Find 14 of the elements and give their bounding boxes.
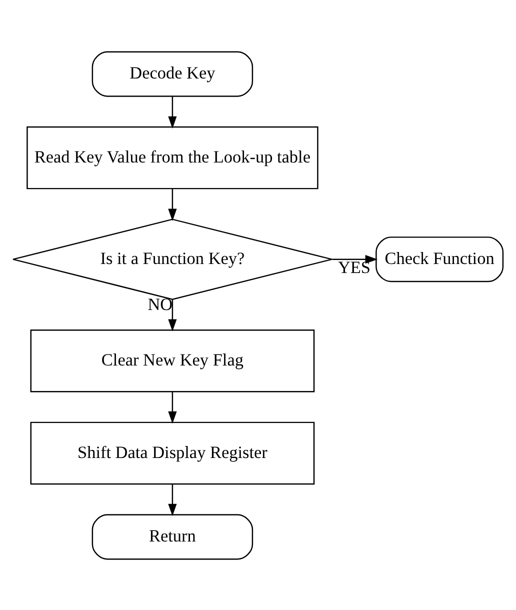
arrow [168, 96, 177, 128]
arrow [168, 188, 177, 221]
node-box: Read Key Value from the Look-up table [26, 126, 318, 189]
arrow [168, 392, 177, 424]
arrow [332, 254, 378, 264]
arrow [168, 484, 177, 516]
node-box: Return [92, 514, 254, 560]
node-diamond: Is it a Function Key? [12, 218, 332, 300]
node-box: Check Function [376, 236, 504, 282]
node-box: Shift Data Display Register [30, 421, 315, 484]
edge-label: YES [338, 258, 371, 277]
arrow [168, 299, 177, 332]
node-box: Decode Key [92, 50, 254, 96]
node-box: Clear New Key Flag [30, 329, 315, 392]
